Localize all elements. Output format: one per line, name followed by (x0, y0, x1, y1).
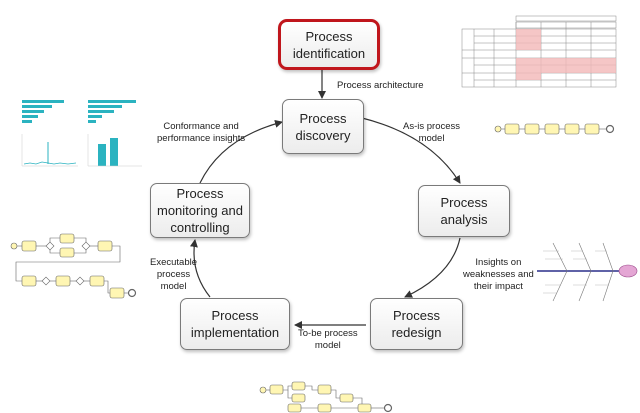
as-is-process-flow-thumbnail (494, 123, 615, 135)
node-process-implementation: Process implementation (180, 298, 290, 350)
label-to-be-model: To-be process model (298, 328, 358, 351)
arrow-analysis-redesign (404, 237, 461, 298)
to-be-process-model-thumbnail (259, 381, 393, 413)
process-architecture-table-thumbnail (452, 12, 620, 92)
fishbone-diagram-thumbnail (537, 242, 638, 302)
node-process-redesign: Process redesign (370, 298, 463, 350)
label-insights: Insights on weaknesses and their impact (463, 257, 534, 292)
label-as-is-model: As-is process model (403, 121, 461, 144)
executable-process-model-thumbnail (10, 233, 137, 299)
arrow-discovery-analysis (361, 117, 461, 184)
label-process-architecture: Process architecture (337, 80, 424, 91)
node-process-monitoring: Process monitoring and controlling (150, 183, 250, 238)
dashboard-charts-thumbnail (21, 100, 142, 167)
node-process-identification: Process identification (278, 19, 380, 70)
arrow-implementation-monitoring (189, 239, 211, 298)
arrow-monitoring-discovery (199, 119, 283, 184)
label-executable-model: Executable process model (150, 257, 198, 292)
label-conformance-insights: Conformance and performance insights (157, 121, 246, 144)
node-process-discovery: Process discovery (282, 99, 364, 154)
node-process-analysis: Process analysis (418, 185, 510, 237)
